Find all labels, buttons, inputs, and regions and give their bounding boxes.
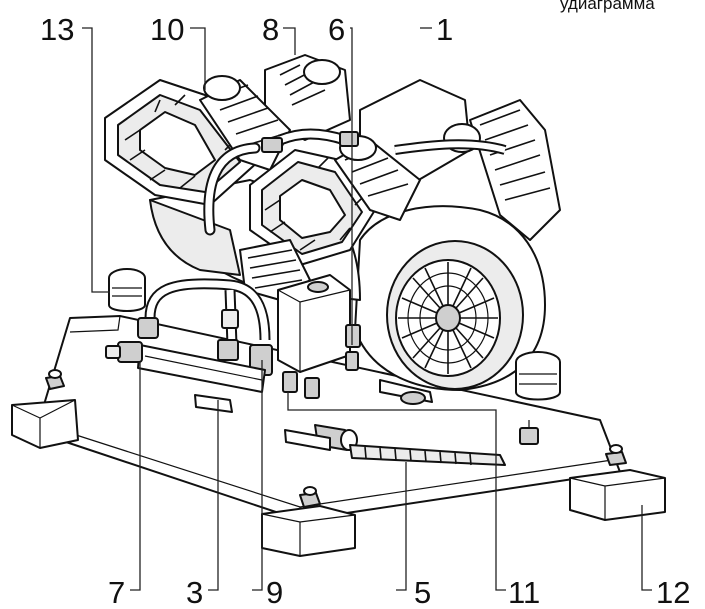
mounting-bracket xyxy=(194,394,331,451)
delivery-pipe xyxy=(144,278,271,341)
callout-1: 1 xyxy=(436,12,453,47)
base-nut-right xyxy=(605,444,627,466)
callout-5: 5 xyxy=(414,575,431,609)
header-text: удиаграмма xyxy=(560,0,655,13)
base-nut-front xyxy=(299,486,321,508)
air-filter-left xyxy=(108,268,146,312)
rubber-foot-front xyxy=(261,505,356,557)
bottom-vent-grille xyxy=(349,444,506,466)
motor-foot xyxy=(379,379,433,405)
hose-connector xyxy=(261,128,359,153)
callout-12: 12 xyxy=(656,575,690,609)
hose-upper xyxy=(203,142,261,236)
callout-7: 7 xyxy=(108,575,125,609)
rubber-foot-left xyxy=(11,399,79,449)
rubber-foot-right xyxy=(569,469,666,521)
leader-lines xyxy=(82,27,652,591)
callout-13: 13 xyxy=(40,12,74,47)
air-filter-right xyxy=(515,351,561,401)
base-nut-left xyxy=(45,369,65,390)
callout-11: 11 xyxy=(508,575,540,609)
callout-10: 10 xyxy=(150,12,184,47)
callout-6: 6 xyxy=(328,12,345,47)
pressure-switch xyxy=(277,274,361,373)
callout-8: 8 xyxy=(262,12,279,47)
callout-3: 3 xyxy=(186,575,203,609)
motor-fan-cover xyxy=(395,259,501,377)
aftercooler-tube xyxy=(105,341,266,393)
cylinder-head-front xyxy=(249,149,376,266)
callout-9: 9 xyxy=(266,575,283,609)
pipe-fitting-left xyxy=(137,309,239,361)
side-valve-right xyxy=(519,420,539,445)
hose-right xyxy=(394,139,507,155)
